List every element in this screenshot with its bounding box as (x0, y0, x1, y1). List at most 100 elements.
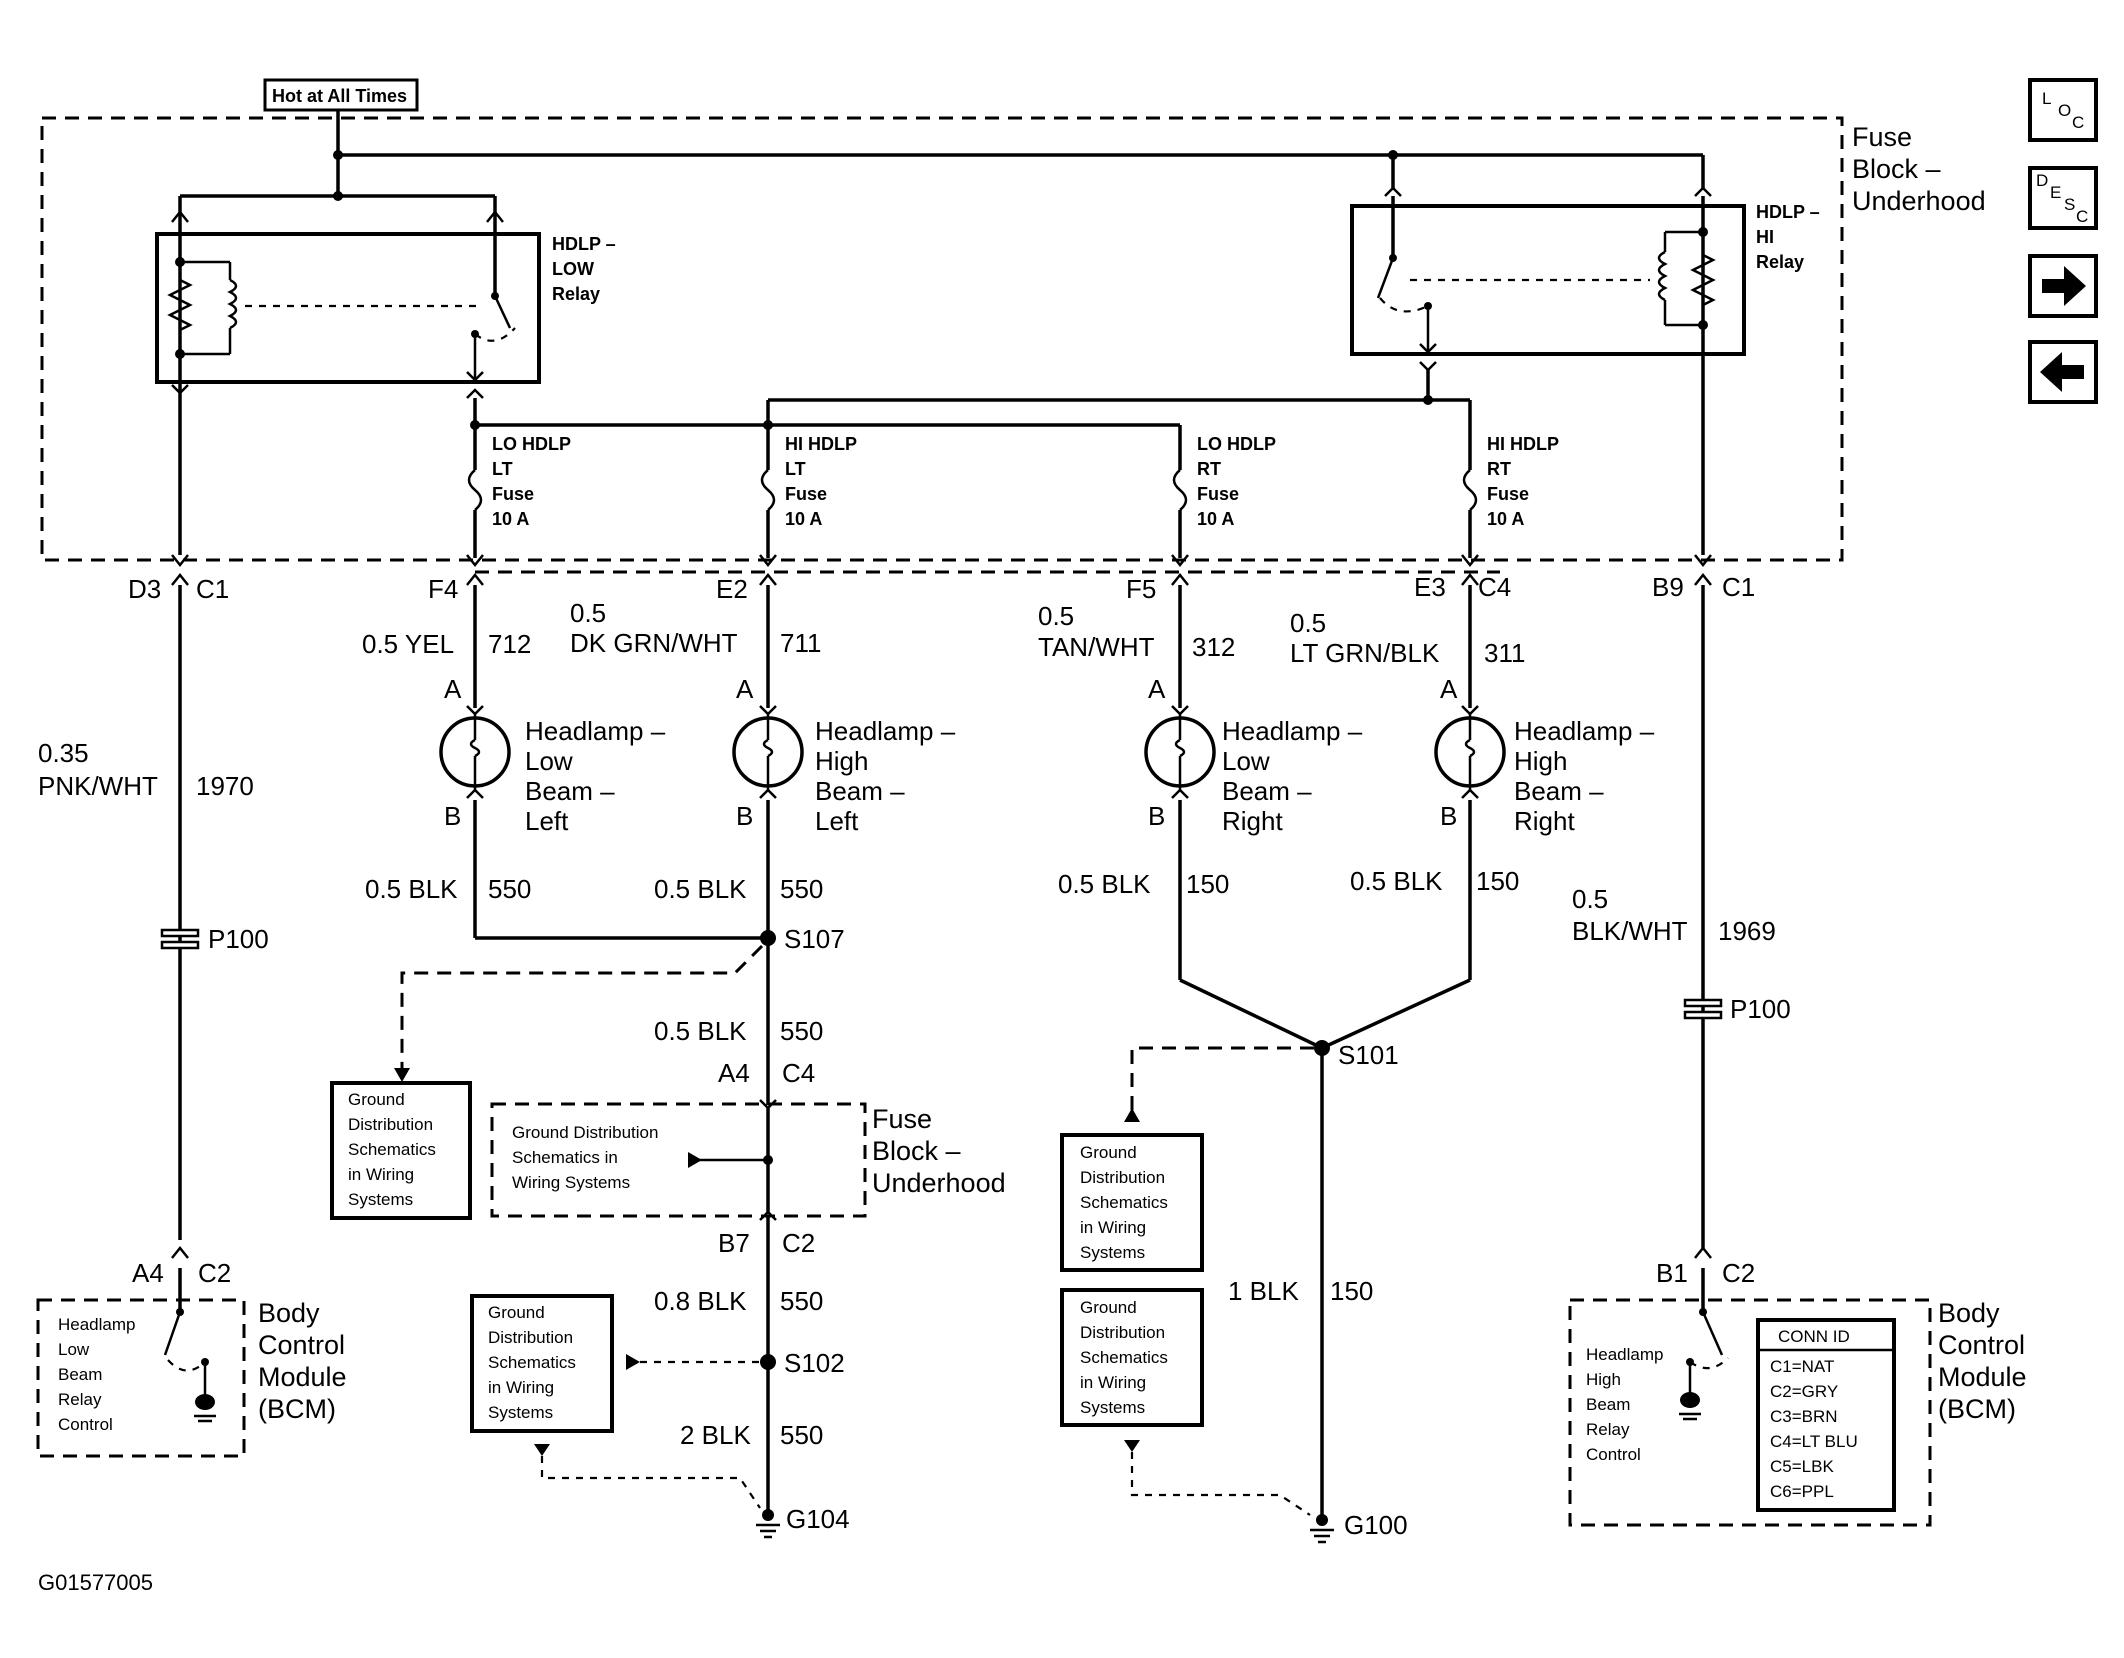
svg-text:Underhood: Underhood (1852, 186, 1986, 216)
svg-text:LO HDLP: LO HDLP (1197, 434, 1276, 454)
svg-text:C6=PPL: C6=PPL (1770, 1482, 1834, 1501)
svg-text:0.5 YEL: 0.5 YEL (362, 629, 454, 659)
svg-text:Ground: Ground (1080, 1143, 1137, 1162)
svg-text:0.35: 0.35 (38, 738, 89, 768)
svg-text:Schematics: Schematics (348, 1140, 436, 1159)
svg-text:Module: Module (1938, 1362, 2027, 1392)
svg-text:Headlamp –: Headlamp – (525, 716, 666, 746)
svg-text:0.5 BLK: 0.5 BLK (365, 874, 458, 904)
svg-text:0.5: 0.5 (1572, 884, 1608, 914)
bcm-label-left: Body Control Module (BCM) (258, 1298, 347, 1424)
svg-text:Schematics in: Schematics in (512, 1148, 618, 1167)
pin-b-labels: B B B B (444, 801, 1457, 831)
svg-text:LT GRN/BLK: LT GRN/BLK (1290, 638, 1440, 668)
wire-550-bottom: 2 BLK 550 (680, 1420, 823, 1450)
hot-at-all-times-box (263, 78, 419, 112)
fuse-block-ground-section: Ground Distribution Schematics in Wiring… (490, 1099, 1006, 1221)
svg-text:Block –: Block – (872, 1136, 961, 1166)
previous-arrow-button[interactable] (2028, 340, 2098, 404)
svg-text:550: 550 (780, 1016, 823, 1046)
svg-text:F4: F4 (428, 574, 458, 604)
svg-text:Beam –: Beam – (1222, 776, 1312, 806)
svg-text:Control: Control (58, 1415, 113, 1434)
svg-text:HI: HI (1756, 227, 1774, 247)
svg-text:A: A (444, 674, 462, 704)
svg-text:CONN ID: CONN ID (1778, 1327, 1850, 1346)
svg-text:High: High (1586, 1370, 1621, 1389)
svg-text:TAN/WHT: TAN/WHT (1038, 632, 1155, 662)
ground-dist-box-5: Ground Distribution Schematics in Wiring… (1060, 1288, 1311, 1516)
svg-text:RT: RT (1197, 459, 1221, 479)
next-arrow-button[interactable] (2028, 254, 2098, 318)
svg-text:C1: C1 (196, 574, 229, 604)
bcm-low-module: Headlamp Low Beam Relay Control (36, 1268, 246, 1458)
svg-text:D3: D3 (128, 574, 161, 604)
svg-text:S107: S107 (784, 924, 845, 954)
svg-text:C2=GRY: C2=GRY (1770, 1382, 1838, 1401)
svg-text:10 A: 10 A (492, 509, 529, 529)
svg-text:Systems: Systems (348, 1190, 413, 1209)
svg-text:L: L (2042, 89, 2051, 108)
svg-text:C4: C4 (1478, 572, 1511, 602)
svg-text:Beam –: Beam – (525, 776, 615, 806)
svg-text:B: B (736, 801, 753, 831)
svg-text:HDLP –: HDLP – (1756, 202, 1820, 222)
svg-text:LO HDLP: LO HDLP (492, 434, 571, 454)
svg-text:C1: C1 (1722, 572, 1755, 602)
svg-text:E: E (2050, 183, 2061, 202)
svg-text:C2: C2 (782, 1228, 815, 1258)
fuse-block-outline (40, 116, 1844, 562)
svg-text:(BCM): (BCM) (258, 1394, 336, 1424)
hdlp-hi-relay: HDLP – HI Relay (1350, 186, 1820, 400)
wire-312: 0.5 TAN/WHT 312 (1038, 585, 1235, 708)
headlamp-high-beam-right: Headlamp – High Beam – Right (1434, 705, 1655, 836)
svg-text:S101: S101 (1338, 1040, 1399, 1070)
connector-c2-bcm-high: C2 (1722, 1258, 1755, 1288)
svg-text:150: 150 (1330, 1276, 1373, 1306)
svg-text:Systems: Systems (1080, 1243, 1145, 1262)
svg-text:C5=LBK: C5=LBK (1770, 1457, 1834, 1476)
connector-chevrons (171, 554, 1712, 586)
svg-text:B: B (1148, 801, 1165, 831)
svg-text:10 A: 10 A (1487, 509, 1524, 529)
svg-text:1 BLK: 1 BLK (1228, 1276, 1299, 1306)
ground-dist-box-4: Ground Distribution Schematics in Wiring… (1060, 1133, 1204, 1272)
svg-text:Fuse: Fuse (872, 1104, 932, 1134)
svg-text:Headlamp –: Headlamp – (1514, 716, 1655, 746)
svg-text:0.5 BLK: 0.5 BLK (1058, 869, 1151, 899)
svg-text:Low: Low (58, 1340, 90, 1359)
wire-712: 0.5 YEL 712 (362, 585, 531, 708)
wire-1969: 0.5 BLK/WHT 1969 (1572, 370, 1776, 1248)
connector-labels-top: D3 C1 F4 E2 F5 E3 C4 B9 C1 (128, 572, 1755, 604)
figure-id: G01577005 (38, 1570, 153, 1595)
svg-text:550: 550 (488, 874, 531, 904)
svg-text:LOW: LOW (552, 259, 594, 279)
svg-text:550: 550 (780, 1420, 823, 1450)
chevron-bcm-low (171, 1245, 189, 1259)
svg-text:P100: P100 (208, 924, 269, 954)
svg-text:O: O (2058, 101, 2071, 120)
relay-output-buses (470, 395, 1472, 455)
svg-text:0.5 BLK: 0.5 BLK (1350, 866, 1443, 896)
svg-text:(BCM): (BCM) (1938, 1394, 2016, 1424)
svg-text:S102: S102 (784, 1348, 845, 1378)
fuse-hi-hdlp-rt: HI HDLP RT Fuse 10 A (1462, 434, 1559, 558)
svg-text:in Wiring: in Wiring (488, 1378, 554, 1397)
svg-text:A: A (1148, 674, 1166, 704)
svg-text:Systems: Systems (1080, 1398, 1145, 1417)
connector-b7-c2: B7 C2 0.8 BLK 550 (654, 1228, 823, 1316)
svg-text:711: 711 (780, 628, 821, 658)
svg-text:A: A (736, 674, 754, 704)
description-button[interactable]: D E S C (2028, 166, 2098, 230)
svg-text:G100: G100 (1344, 1510, 1408, 1540)
svg-text:E3: E3 (1414, 572, 1446, 602)
wire-150-right: 0.5 BLK 150 0.5 BLK 150 1 BLK 150 (1058, 800, 1519, 1520)
svg-text:C: C (2076, 207, 2088, 226)
passthrough-p100-left: P100 (160, 924, 269, 954)
location-button[interactable]: L O C (2028, 78, 2098, 142)
svg-text:Headlamp: Headlamp (58, 1315, 136, 1334)
svg-text:Left: Left (815, 806, 859, 836)
svg-text:B: B (444, 801, 461, 831)
fuse-lo-hdlp-lt: LO HDLP LT Fuse 10 A (467, 434, 571, 558)
svg-text:0.5: 0.5 (570, 598, 606, 628)
